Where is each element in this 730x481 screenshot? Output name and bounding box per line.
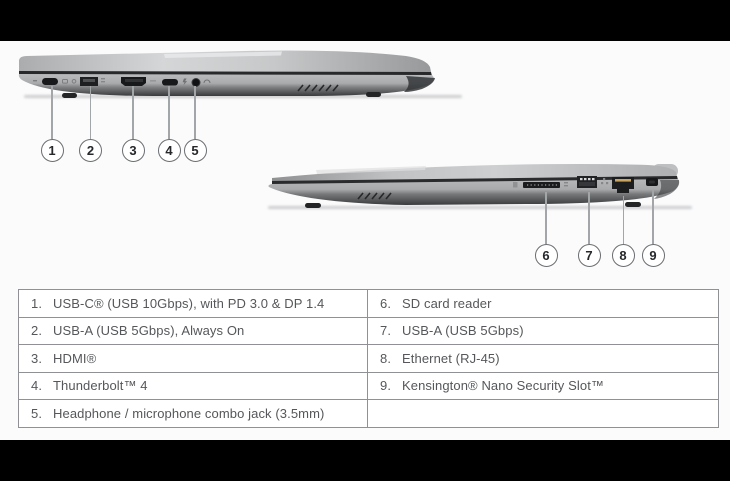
- laptop-body: [268, 179, 680, 205]
- port-label: HDMI®: [53, 350, 97, 366]
- port-label: SD card reader: [402, 295, 492, 311]
- port-label: Ethernet (RJ-45): [402, 350, 500, 366]
- ethernet-icon: [601, 178, 609, 185]
- port-label: USB-A (USB 5Gbps), Always On: [53, 323, 245, 339]
- table-cell-empty: [368, 400, 718, 428]
- usb-speed-icon: [101, 78, 105, 80]
- port-number: 9.: [380, 378, 392, 394]
- thunderbolt-port: [162, 79, 178, 86]
- callout-number-5: 5: [191, 142, 199, 158]
- bottom-letterbox-bar: [0, 440, 730, 481]
- callout-circle-6: 6: [534, 243, 558, 267]
- hinge-wedge: [404, 76, 435, 92]
- callout-line-5: [194, 86, 196, 139]
- rubber-foot: [366, 92, 381, 97]
- table-cell-8: 8. Ethernet (RJ-45): [368, 345, 718, 373]
- laptop-left-side-view: [18, 50, 435, 98]
- port-label: USB-A (USB 5Gbps): [402, 323, 524, 339]
- battery-icon: [62, 79, 68, 84]
- usb-speed-icon: [564, 185, 568, 187]
- table-cell-7: 7. USB-A (USB 5Gbps): [368, 318, 718, 345]
- table-cell-5: 5. Headphone / microphone combo jack (3.5…: [19, 400, 368, 428]
- charging-icon: [33, 80, 37, 82]
- vent-slots: [297, 84, 339, 92]
- table-cell-4: 4. Thunderbolt™ 4: [19, 372, 368, 400]
- lid-highlight: [164, 51, 282, 58]
- port-label: Thunderbolt™ 4: [53, 378, 148, 394]
- rubber-foot: [625, 202, 641, 207]
- sd-card-icon: [513, 182, 518, 188]
- callout-number-6: 6: [542, 247, 550, 263]
- table-cell-3: 3. HDMI®: [19, 345, 368, 373]
- callout-line-1: [51, 86, 53, 139]
- lid-highlight: [316, 166, 426, 174]
- top-letterbox-bar: [0, 0, 730, 41]
- port-number: 2.: [31, 323, 43, 339]
- usb-a-cavity: [579, 182, 595, 186]
- callout-number-4: 4: [165, 142, 173, 158]
- usb-speed-icon: [564, 182, 568, 184]
- callout-circle-4: 4: [157, 138, 181, 162]
- port-number: 4.: [31, 378, 43, 394]
- port-number: 5.: [31, 406, 43, 422]
- callout-line-6: [545, 192, 547, 244]
- callout-line-3: [132, 86, 134, 139]
- callout-number-7: 7: [585, 247, 593, 263]
- callout-line-7: [588, 192, 590, 244]
- callout-number-1: 1: [48, 142, 56, 158]
- callout-line-4: [168, 86, 170, 139]
- headset-icon: [203, 79, 211, 84]
- usb-a-pin: [580, 178, 583, 181]
- table-cell-2: 2. USB-A (USB 5Gbps), Always On: [19, 317, 368, 345]
- right-laptop-shadow: [268, 206, 692, 209]
- callout-circle-2: 2: [79, 138, 102, 162]
- callout-circle-1: 1: [40, 138, 64, 162]
- laptop-lid: [19, 50, 431, 72]
- usb-a-pin: [588, 178, 591, 181]
- port-number: 6.: [380, 295, 392, 311]
- left-laptop-shadow: [24, 95, 462, 98]
- usb-a-tongue: [83, 79, 95, 82]
- laptop-right-side-view: [268, 164, 680, 208]
- callout-circle-8: 8: [611, 243, 635, 267]
- audio-jack-port: [191, 78, 201, 87]
- port-number: 8.: [380, 350, 392, 366]
- callout-circle-5: 5: [183, 138, 207, 162]
- port-label: Headphone / microphone combo jack (3.5mm…: [53, 406, 325, 422]
- rubber-foot: [62, 93, 77, 98]
- usb-speed-icon: [101, 81, 105, 83]
- callout-line-9: [652, 190, 654, 244]
- callout-circle-9: 9: [641, 243, 665, 267]
- port-number: 7.: [380, 323, 392, 339]
- hdmi-label-icon: [150, 80, 156, 82]
- callout-number-9: 9: [649, 247, 657, 263]
- ethernet-pins: [615, 179, 631, 182]
- callout-line-8: [622, 196, 624, 244]
- table-cell-1: 1. USB-C® (USB 10Gbps), with PD 3.0 & DP …: [19, 290, 368, 318]
- callout-circle-3: 3: [121, 138, 145, 162]
- usb-c-port: [42, 78, 58, 85]
- port-label: Kensington® Nano Security Slot™: [402, 378, 605, 394]
- power-icon: [71, 79, 77, 84]
- table-cell-6: 6. SD card reader: [368, 290, 718, 318]
- usb-a-pin: [592, 178, 595, 181]
- usb-a-pin: [584, 178, 587, 181]
- callout-number-8: 8: [619, 247, 627, 263]
- callout-line-2: [89, 86, 91, 139]
- port-number: 1.: [31, 295, 43, 311]
- hdmi-pins: [125, 79, 143, 82]
- rear-edge-shade: [654, 180, 680, 199]
- port-number: 3.: [31, 350, 43, 366]
- callout-number-3: 3: [129, 142, 137, 158]
- ports-legend-table: 1. USB-C® (USB 10Gbps), with PD 3.0 & DP …: [18, 289, 719, 428]
- table-cell-9: 9. Kensington® Nano Security Slot™: [368, 373, 718, 400]
- vent-slots: [357, 192, 392, 200]
- callout-number-2: 2: [86, 142, 95, 158]
- thunderbolt-icon: [182, 78, 188, 86]
- kensington-slot-opening: [649, 180, 655, 184]
- port-label: USB-C® (USB 10Gbps), with PD 3.0 & DP 1.…: [53, 295, 325, 311]
- rubber-foot: [305, 203, 321, 208]
- callout-circle-7: 7: [577, 243, 601, 267]
